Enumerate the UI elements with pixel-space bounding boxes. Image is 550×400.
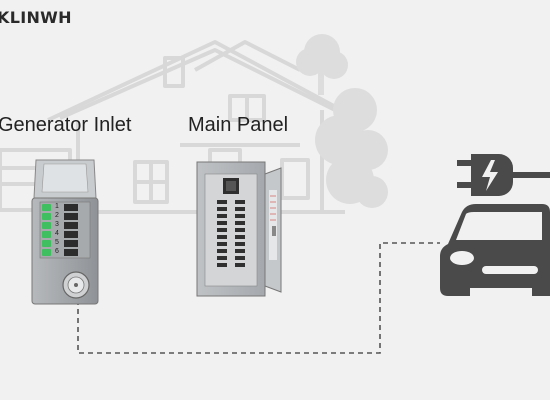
main-panel-device xyxy=(196,161,282,297)
switch-2 xyxy=(42,213,51,220)
switch-column: 1 2 3 4 5 6 xyxy=(42,203,92,258)
switch-1 xyxy=(42,204,51,211)
switch-5 xyxy=(42,240,51,247)
generator-inlet-label: Generator Inlet xyxy=(0,114,132,136)
switch-number: 4 xyxy=(55,230,59,237)
switch-number: 2 xyxy=(55,212,59,219)
switch-number: 3 xyxy=(55,221,59,228)
switch-3 xyxy=(42,222,51,229)
breaker-4 xyxy=(64,231,78,238)
switch-number: 1 xyxy=(55,203,59,210)
switch-number: 5 xyxy=(55,239,59,246)
breaker-2 xyxy=(64,213,78,220)
brand-logo: KLINWH xyxy=(0,8,72,27)
switch-4 xyxy=(42,231,51,238)
breaker-6 xyxy=(64,249,78,256)
breaker-5 xyxy=(64,240,78,247)
main-panel-label: Main Panel xyxy=(188,114,289,136)
breaker-1 xyxy=(64,204,78,211)
switch-6 xyxy=(42,249,51,256)
car-icon xyxy=(440,204,550,296)
breaker-3 xyxy=(64,222,78,229)
switch-number: 6 xyxy=(55,248,59,255)
ev-plug-icon xyxy=(457,154,550,196)
